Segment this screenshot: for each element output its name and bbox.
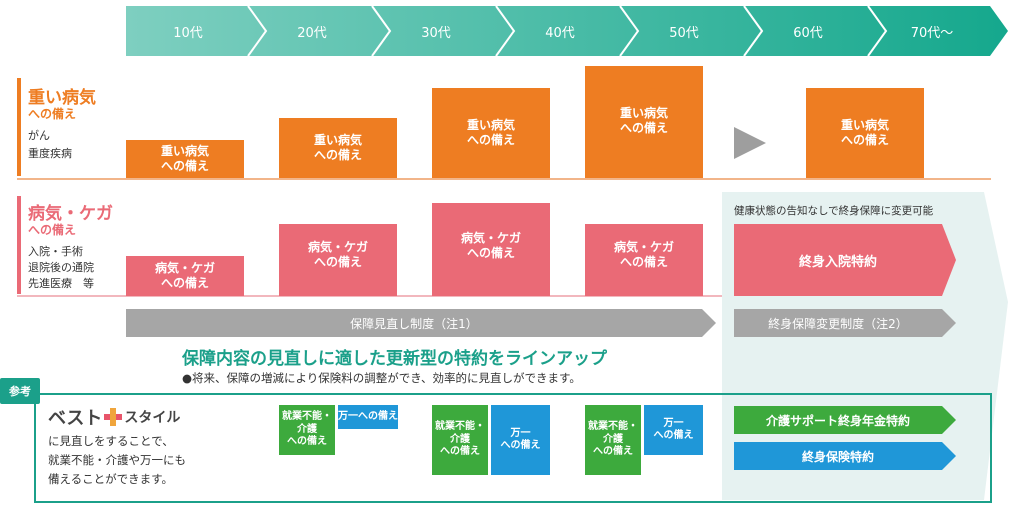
- heavy-box-30s: 重い病気への備え: [432, 88, 550, 178]
- death-box-40s: 万一への備え: [644, 405, 703, 455]
- work-disability-box-30s: 就業不能・介護への備え: [432, 405, 488, 475]
- whole-life-arrow: [734, 442, 956, 470]
- heavy-desc-2: 重度疾病: [28, 147, 72, 160]
- heavy-box-60s: 重い病気への備え: [806, 88, 924, 178]
- heavy-subtitle: への備え: [28, 107, 77, 121]
- injury-box-40s: 病気・ケガへの備え: [585, 224, 703, 296]
- whole-life-label: 終身保険特約: [801, 449, 874, 464]
- injury-box-30s: 病気・ケガへの備え: [432, 203, 550, 296]
- death-box-20s: 万一への備え: [338, 405, 398, 429]
- lifetime-change-label: 終身保障変更制度（注2）: [768, 316, 908, 331]
- reference-tag: 参考: [0, 378, 40, 404]
- reference-desc: に見直しをすることで、 就業不能・介護や万一にも 備えることができます。: [48, 434, 186, 486]
- injury-desc-2: 退院後の通院: [28, 261, 94, 274]
- work-disability-box-20s: 就業不能・介護への備え: [279, 405, 335, 455]
- logo-text-style: スタイル: [124, 410, 181, 426]
- care-annuity-arrow: [734, 406, 956, 434]
- age-header: [126, 5, 1008, 57]
- logo-text-best: ベスト: [48, 408, 103, 429]
- lifetime-change-arrow: [734, 309, 956, 337]
- best-style-logo: ベスト スタイル: [48, 404, 180, 430]
- age-label-60s: 60代: [793, 25, 823, 41]
- headline-bullet: ●将来、保障の増減により保険料の調整ができ、効率的に見直しができます。: [182, 371, 581, 385]
- injury-subtitle: への備え: [28, 223, 77, 237]
- injury-desc-1: 入院・手術: [28, 245, 83, 258]
- injury-box-10s: 病気・ケガへの備え: [126, 256, 244, 296]
- injury-title: 病気・ケガ: [28, 204, 113, 224]
- injury-baseline: [17, 295, 722, 297]
- heavy-box-10s: 重い病気への備え: [126, 140, 244, 178]
- headline: 保障内容の見直しに適した更新型の特約をラインアップ: [182, 349, 607, 369]
- age-label-70s: 70代〜: [910, 25, 954, 41]
- triangle-arrow-icon: [734, 127, 766, 159]
- plus-icon: [104, 408, 123, 426]
- lifetime-hospital-label: 終身入院特約: [798, 254, 877, 270]
- injury-desc-3: 先進医療 等: [28, 277, 94, 290]
- death-box-30s: 万一への備え: [491, 405, 550, 475]
- injury-section-bar: [17, 196, 21, 294]
- age-label-10s: 10代: [173, 25, 203, 41]
- heavy-title: 重い病気: [28, 88, 96, 108]
- heavy-box-20s: 重い病気への備え: [279, 118, 397, 178]
- injury-box-20s: 病気・ケガへの備え: [279, 224, 397, 296]
- heavy-section-bar: [17, 78, 21, 176]
- no-disclosure-note: 健康状態の告知なしで終身保障に変更可能: [734, 205, 934, 217]
- age-label-40s: 40代: [545, 25, 575, 41]
- work-disability-box-40s: 就業不能・介護への備え: [585, 405, 641, 475]
- age-label-30s: 30代: [421, 25, 451, 41]
- heavy-box-40s: 重い病気への備え: [585, 66, 703, 178]
- care-annuity-label: 介護サポート終身年金特約: [765, 413, 910, 428]
- heavy-desc-1: がん: [28, 129, 50, 142]
- age-label-20s: 20代: [297, 25, 327, 41]
- age-label-50s: 50代: [669, 25, 699, 41]
- heavy-baseline: [17, 178, 991, 180]
- review-system-arrow: [126, 309, 716, 337]
- review-system-label: 保障見直し制度（注1）: [350, 316, 478, 331]
- lifetime-hospital-arrow: [734, 224, 956, 296]
- reference-box: [34, 393, 992, 503]
